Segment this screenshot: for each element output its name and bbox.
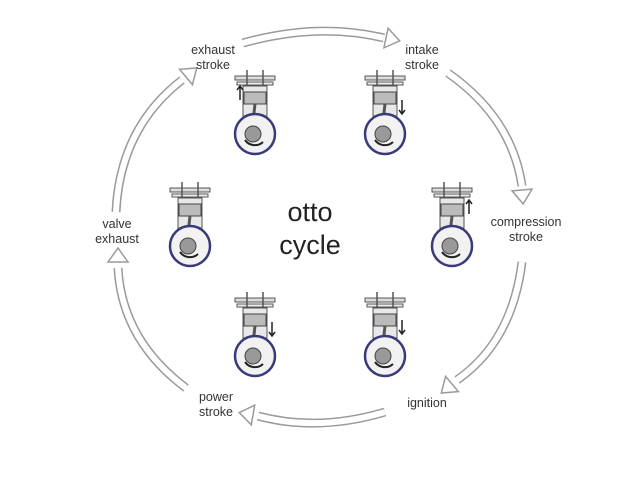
label-line: power [198,390,234,404]
label-line: exhaust [95,232,139,246]
label-line: valve [102,217,132,231]
arrowhead [510,188,534,206]
arrow-intake-to-compression [445,69,527,187]
arrowhead [178,67,198,87]
arrow-exhaust-to-intake [241,26,386,48]
label-line: ignition [407,396,447,410]
arrowhead [440,374,460,394]
engine-ignition [363,290,407,378]
engine-power-stroke [233,290,277,378]
label-compression-stroke: compression stroke [476,215,576,245]
title-line-2: cycle [279,230,341,260]
label-line: intake [405,43,439,57]
label-ignition: ignition [392,396,462,411]
label-line: compression [490,215,562,229]
label-line: stroke [508,230,544,244]
arrow-compression-to-ignition [454,261,527,384]
piston-motion-arrow [268,322,276,338]
arrowhead [106,246,130,263]
piston-motion-arrow [398,100,406,116]
label-line: exhaust [191,43,235,57]
label-exhaust-stroke: exhaust stroke [178,43,248,73]
engine-intake-stroke [363,68,407,156]
diagram-title: otto cycle [270,196,350,262]
piston-motion-arrow [236,84,244,100]
label-valve-exhaust: valve exhaust [82,217,152,247]
arrowhead [382,26,401,50]
label-line: stroke [195,58,231,72]
piston-motion-arrow [465,198,473,214]
arrow-power-to-valve [113,267,189,392]
title-line-1: otto [287,197,333,227]
engine-compression-stroke [430,180,474,268]
label-line: stroke [198,405,234,419]
label-intake-stroke: intake stroke [392,43,452,73]
arrowhead [237,403,256,427]
arrow-valve-to-exhaust [111,76,185,213]
arrow-ignition-to-power [256,407,387,428]
label-line: stroke [404,58,440,72]
label-power-stroke: power stroke [186,390,246,420]
engine-exhaust-stroke [233,68,277,156]
piston-motion-arrow [398,320,406,336]
engine-valve-exhaust [168,180,212,268]
